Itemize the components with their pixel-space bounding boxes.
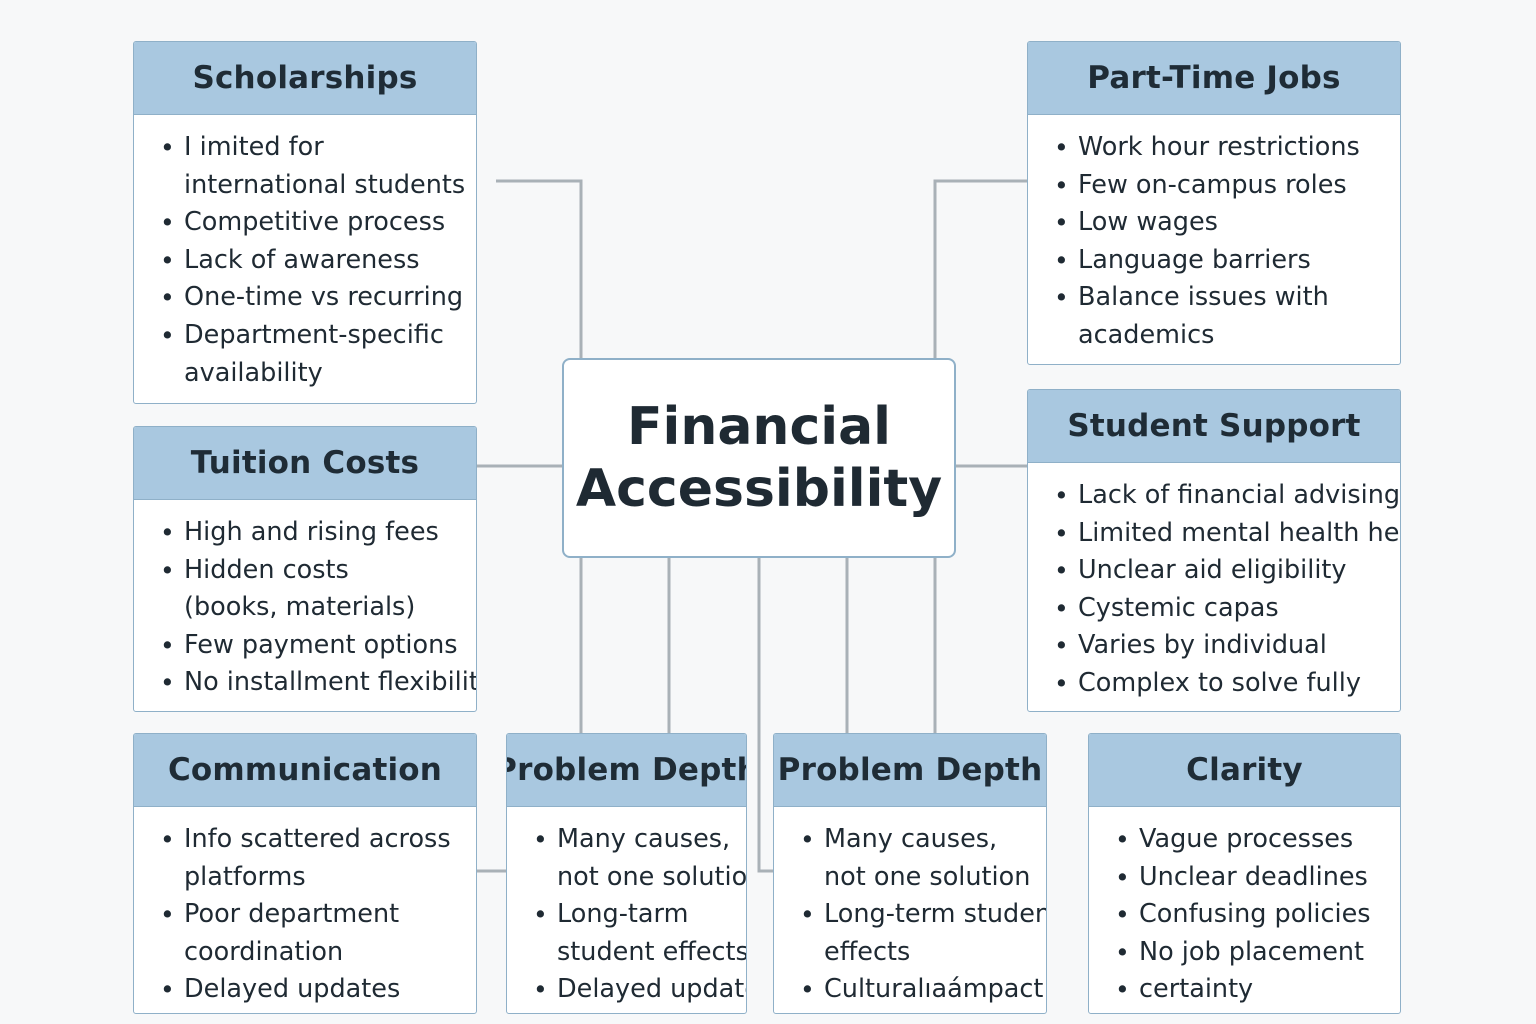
central-title-line1: Financial <box>626 397 892 457</box>
bullet-item: Culturalıaámpact <box>774 971 1046 1009</box>
card-title: Tuition Costs <box>134 427 476 500</box>
card-problem-depth-2: Problem DepthMany causes,not one solutio… <box>773 733 1047 1014</box>
bullet-item: No job placement <box>1089 934 1400 972</box>
bullet-item: Confusing policies <box>1089 896 1400 934</box>
bullet-item: Hidden costs <box>134 552 476 590</box>
bullet-item-continuation: coordination <box>184 936 344 967</box>
card-title: Communication <box>134 734 476 807</box>
card-problem-depth-1: Problem DepthMany causes,not one solutio… <box>506 733 747 1014</box>
bullet-item: Balance issues with <box>1028 279 1400 317</box>
bullet-item-continuation: academics <box>1078 319 1215 350</box>
bullet-item-continuation: not one solution <box>824 861 1031 892</box>
bullet-item: Low wages <box>1028 204 1400 242</box>
bullet-item: Long-term student <box>774 896 1046 934</box>
bullet-item-continuation: availability <box>184 357 323 388</box>
card-title: Problem Depth <box>774 734 1046 807</box>
bullet-item-continuation: international students <box>184 169 466 200</box>
bullet-item-continuation: not one solution <box>557 861 747 892</box>
card-part-time-jobs: Part-Time JobsWork hour restrictionsFew … <box>1027 41 1401 365</box>
bullet-item: No installment flexibility <box>134 664 476 702</box>
bullet-item-continuation: effects <box>824 936 911 967</box>
card-bullet-list: Many causes,not one solutionLong-tarmstu… <box>507 807 746 1009</box>
bullet-item: I imited for <box>134 129 476 167</box>
card-title: Scholarships <box>134 42 476 115</box>
card-bullet-list: Many causes,not one solutionLong-term st… <box>774 807 1046 1009</box>
bullet-item: Vague processes <box>1089 821 1400 859</box>
bullet-item-continuation: (books, materials) <box>184 592 416 623</box>
card-bullet-list: Lack of financial advisingLimited mental… <box>1028 463 1400 703</box>
card-title: Clarity <box>1089 734 1400 807</box>
card-clarity: ClarityVague processesUnclear deadlinesC… <box>1088 733 1401 1014</box>
connector-scholarships <box>496 179 583 358</box>
card-title: Part-Time Jobs <box>1028 42 1400 115</box>
bullet-item: Many causes, <box>507 821 746 859</box>
bullet-item: High and rising fees <box>134 514 476 552</box>
bullet-item: Long-tarm <box>507 896 746 934</box>
bullet-item: Unclear deadlines <box>1089 859 1400 897</box>
card-bullet-list: Vague processesUnclear deadlinesConfusin… <box>1089 807 1400 1009</box>
bullet-item: certainty <box>1089 971 1400 1009</box>
connector-jobs <box>933 179 1027 358</box>
bullet-item: Department-specific <box>134 317 476 355</box>
connector-depth2 <box>757 558 773 873</box>
card-title: Student Support <box>1028 390 1400 463</box>
bullet-item: Unclear aid eligibility <box>1028 552 1400 590</box>
card-bullet-list: Info scattered acrossplatformsPoor depar… <box>134 807 476 1009</box>
bullet-item: Language barriers <box>1028 242 1400 280</box>
bullet-item: Delayed updates <box>134 971 476 1009</box>
bullet-item: Complex to solve fully <box>1028 665 1400 703</box>
central-title-line2: Accessibility <box>575 459 943 519</box>
bullet-item: Limited mental health help <box>1028 515 1400 553</box>
card-tuition-costs: Tuition CostsHigh and rising feesHidden … <box>133 426 477 712</box>
bullet-item: Work hour restrictions <box>1028 129 1400 167</box>
bullet-item: Many causes, <box>774 821 1046 859</box>
card-title: Problem Depth <box>507 734 746 807</box>
bullet-item: One-time vs recurring <box>134 279 476 317</box>
bullet-item: Lack of awareness <box>134 242 476 280</box>
bullet-item: Few on-campus roles <box>1028 167 1400 205</box>
card-bullet-list: Work hour restrictionsFew on-campus role… <box>1028 115 1400 355</box>
card-communication: CommunicationInfo scattered acrossplatfo… <box>133 733 477 1014</box>
card-bullet-list: High and rising feesHidden costs(books, … <box>134 500 476 702</box>
central-node: Financial Accessibility <box>562 358 956 558</box>
bullet-item: Poor department <box>134 896 476 934</box>
bullet-item-continuation: student effects <box>557 936 747 967</box>
bullet-item: Varies by individual <box>1028 627 1400 665</box>
bullet-item: Competitive process <box>134 204 476 242</box>
bullet-item: Cystemic capas <box>1028 590 1400 628</box>
bullet-item: Info scattered across <box>134 821 476 859</box>
bullet-item: Lack of financial advising <box>1028 477 1400 515</box>
card-student-support: Student SupportLack of financial advisin… <box>1027 389 1401 712</box>
bullet-item: Delayed update <box>507 971 746 1009</box>
bullet-item: Few payment options <box>134 627 476 665</box>
bullet-item-continuation: platforms <box>184 861 306 892</box>
